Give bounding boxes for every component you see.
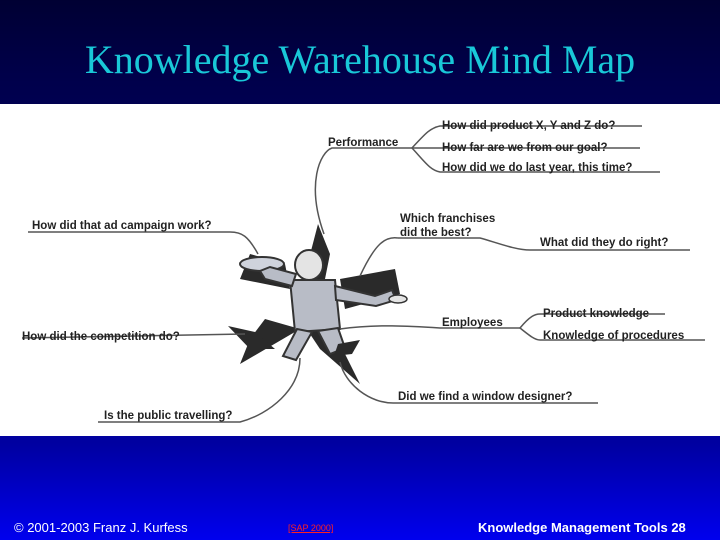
slide-title: Knowledge Warehouse Mind Map: [84, 37, 636, 82]
node-product-knowledge: Product knowledge: [543, 308, 649, 320]
node-question-product: How did product X, Y and Z do?: [442, 120, 615, 132]
node-question-goal: How far are we from our goal?: [442, 142, 608, 154]
mind-map-diagram: Performance How did product X, Y and Z d…: [21, 120, 705, 423]
node-franchises-line1: Which franchises: [400, 213, 495, 225]
footer-reference-link[interactable]: [SAP 2000]: [288, 523, 334, 533]
node-franchises-line2: did the best?: [400, 227, 472, 239]
businessman-figure-illustration: [228, 249, 408, 362]
node-question-competition: How did the competition do?: [22, 331, 180, 343]
node-question-public: Is the public travelling?: [104, 410, 232, 422]
mind-map-panel: Performance How did product X, Y and Z d…: [0, 104, 720, 436]
footer-slide-label: Knowledge Management Tools 28: [478, 520, 686, 535]
node-performance: Performance: [328, 137, 398, 149]
node-procedures-knowledge: Knowledge of procedures: [543, 330, 684, 342]
footer-copyright: © 2001-2003 Franz J. Kurfess: [14, 520, 188, 535]
node-question-last-year: How did we do last year, this time?: [442, 162, 632, 174]
node-question-window-designer: Did we find a window designer?: [398, 391, 572, 403]
mind-map-connectors: [21, 125, 705, 423]
node-question-ad-campaign: How did that ad campaign work?: [32, 220, 212, 232]
node-question-right: What did they do right?: [540, 237, 668, 249]
node-employees: Employees: [442, 317, 503, 329]
